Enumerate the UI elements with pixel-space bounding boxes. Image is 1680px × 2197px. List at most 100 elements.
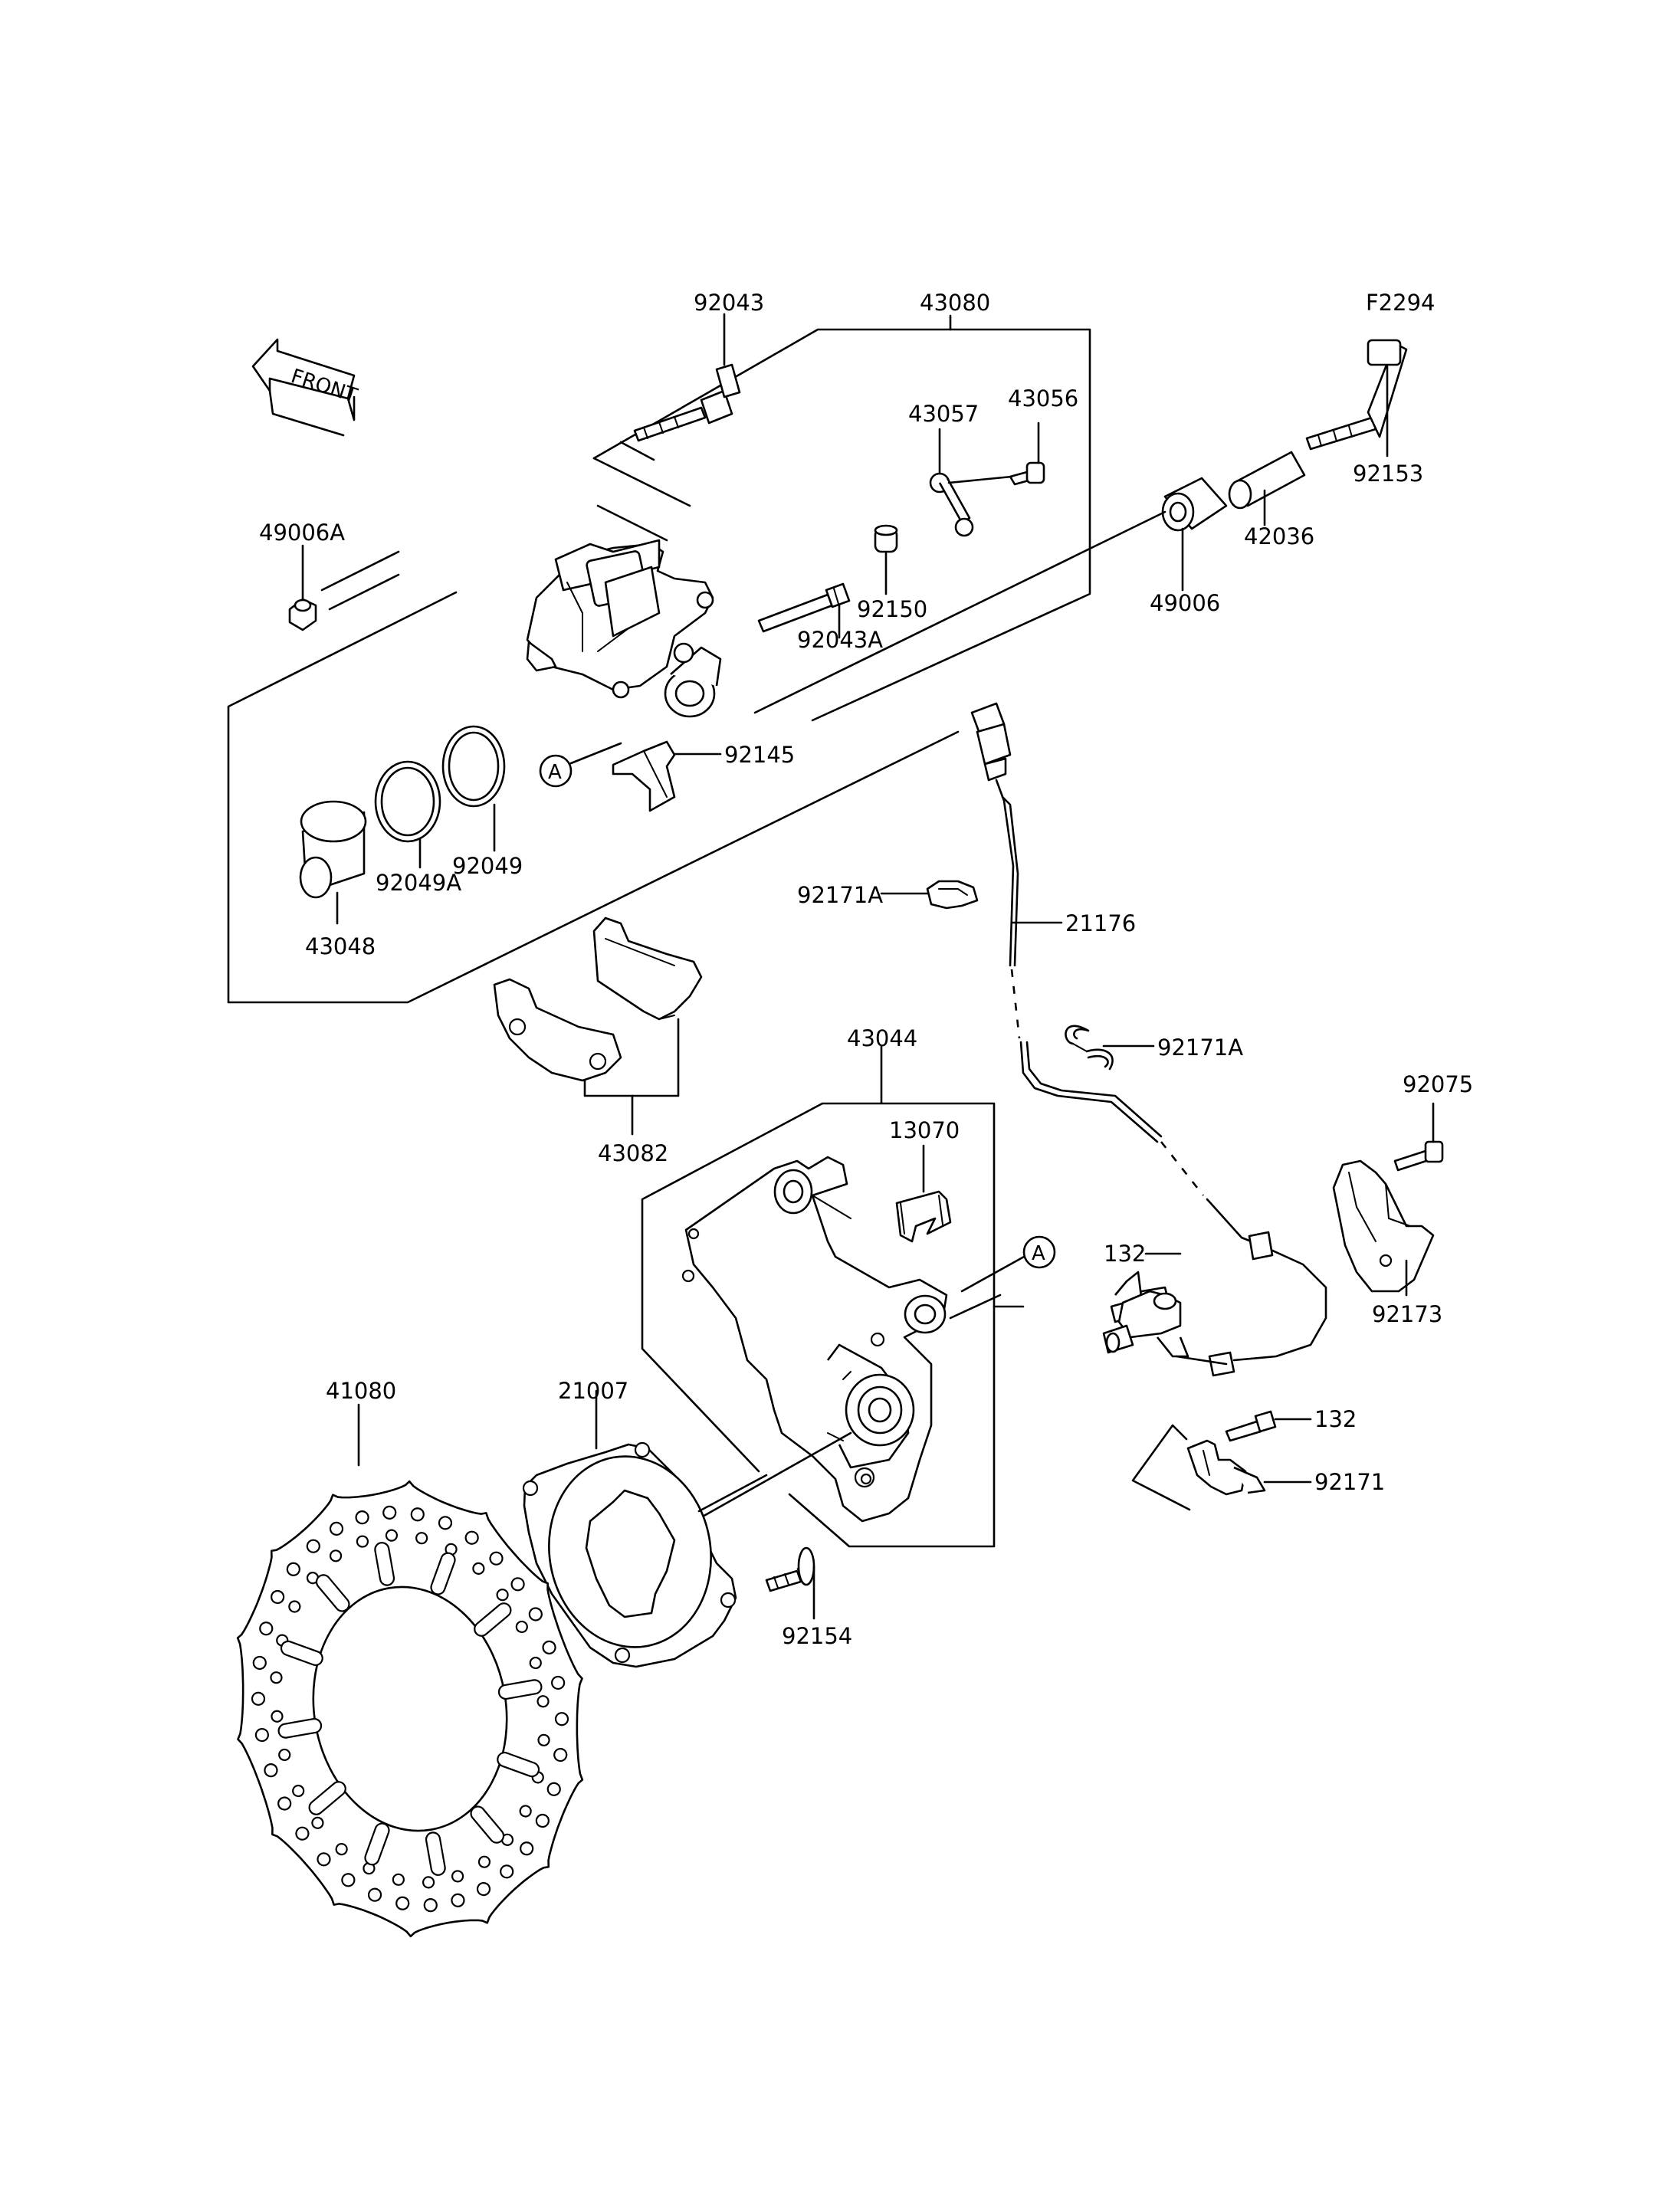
- disc-vent-hole: [295, 1826, 310, 1841]
- disc-vent-hole: [392, 1873, 405, 1886]
- disc-vent-hole: [423, 1898, 438, 1913]
- label-21176: 21176: [1065, 910, 1136, 936]
- abs-sensor-body: [1102, 1290, 1189, 1358]
- disc-vent-hole: [259, 1622, 274, 1636]
- disc-vent-hole: [277, 1796, 292, 1811]
- disc-vent-hole: [385, 1529, 399, 1542]
- label-21007: 21007: [558, 1378, 628, 1404]
- label-92173: 92173: [1372, 1301, 1442, 1327]
- reference-marker-a-upper: [539, 754, 573, 788]
- disc-vent-hole: [489, 1551, 504, 1566]
- wire-bracket-92173: [1332, 1159, 1435, 1293]
- label-43082: 43082: [598, 1140, 668, 1166]
- disc-slot: [315, 1574, 350, 1612]
- label-92171A-upper: 92171A: [797, 882, 883, 908]
- label-49006A: 49006A: [259, 520, 345, 546]
- label-92154: 92154: [782, 1623, 852, 1649]
- brake-disc-41080: [236, 1480, 584, 1938]
- pad-spring-13070: [895, 1190, 952, 1243]
- disc-vent-hole: [355, 1510, 369, 1525]
- label-132-upper: 132: [1104, 1241, 1146, 1267]
- bolt-132-lower: [1225, 1410, 1277, 1442]
- caliper-bracket-outline: [641, 1044, 996, 1548]
- disc-vent-hole: [500, 1864, 514, 1879]
- disc-slot: [497, 1679, 543, 1700]
- sleeve-collar-49006: [1161, 477, 1228, 532]
- boot-92150: [874, 524, 898, 553]
- label-42036: 42036: [1244, 523, 1314, 549]
- disc-vent-hole: [317, 1852, 331, 1867]
- abs-sensor-wire-21176: [970, 702, 1327, 1377]
- disc-vent-hole: [537, 1733, 550, 1746]
- disc-vent-hole: [335, 1842, 348, 1856]
- disc-vent-hole: [536, 1695, 550, 1708]
- nut-49006A: [288, 598, 317, 631]
- clamp-92171A-upper: [926, 880, 979, 910]
- disc-vent-hole: [510, 1577, 525, 1592]
- sleeve-42036: [1228, 451, 1306, 510]
- disc-vent-hole: [546, 1782, 561, 1796]
- label-49006: 49006: [1150, 590, 1220, 616]
- disc-vent-hole: [292, 1784, 305, 1798]
- disc-vent-hole: [286, 1562, 300, 1576]
- abs-pulser-ring-21007: [522, 1441, 737, 1668]
- disc-slot: [374, 1542, 395, 1586]
- disc-slot: [364, 1822, 390, 1866]
- disc-vent-hole: [528, 1607, 543, 1622]
- label-43080: 43080: [920, 290, 990, 316]
- disc-vent-hole: [395, 1896, 410, 1910]
- disc-slot: [497, 1751, 540, 1778]
- clamp-92171: [1186, 1439, 1266, 1496]
- disc-vent-hole: [477, 1855, 491, 1868]
- label-92049: 92049: [452, 853, 523, 879]
- disc-vent-hole: [464, 1530, 479, 1545]
- disc-vent-hole: [251, 1691, 266, 1706]
- label-92075: 92075: [1403, 1071, 1473, 1097]
- disc-slot: [470, 1805, 505, 1844]
- caliper-body: [526, 539, 722, 718]
- disc-vent-hole: [554, 1712, 569, 1726]
- disc-vent-hole: [382, 1505, 397, 1520]
- disc-vent-hole: [422, 1876, 435, 1889]
- reference-marker-a-upper-label: A: [548, 761, 562, 784]
- disc-vent-hole: [271, 1710, 284, 1723]
- disc-vent-hole: [476, 1882, 491, 1897]
- label-43056: 43056: [1008, 385, 1078, 412]
- label-13070: 13070: [889, 1117, 960, 1143]
- disc-vent-hole: [311, 1816, 324, 1829]
- disc-vent-hole: [415, 1532, 428, 1545]
- label-92145: 92145: [724, 742, 795, 768]
- disc-vent-hole: [515, 1620, 528, 1634]
- disc-vent-hole: [535, 1813, 550, 1828]
- caliper-bracket-43044: [681, 1156, 948, 1523]
- disc-vent-hole: [306, 1539, 320, 1553]
- disc-vent-hole: [438, 1516, 453, 1530]
- seal-92049: [441, 725, 506, 808]
- label-92043A: 92043A: [797, 627, 883, 653]
- disc-vent-hole: [451, 1870, 464, 1883]
- disc-vent-hole: [329, 1521, 344, 1536]
- reference-marker-a-lower: [1022, 1235, 1056, 1269]
- bolt-92075: [1393, 1140, 1444, 1172]
- label-92150: 92150: [857, 596, 927, 622]
- slide-pin-92043A: [757, 582, 851, 633]
- label-43044: 43044: [847, 1025, 917, 1051]
- disc-slot: [430, 1552, 456, 1595]
- caliper-assembly-outline: [227, 328, 1091, 1004]
- disc-slot: [308, 1781, 346, 1815]
- label-43057: 43057: [908, 401, 979, 427]
- label-132-lower: 132: [1314, 1406, 1357, 1432]
- disc-slot: [474, 1602, 512, 1637]
- label-92049A: 92049A: [376, 870, 461, 896]
- figure-code: F2294: [1366, 290, 1435, 316]
- label-41080: 41080: [326, 1378, 396, 1404]
- brake-pad-lower: [493, 978, 622, 1082]
- disc-vent-hole: [278, 1748, 291, 1762]
- disc-vent-hole: [252, 1655, 267, 1671]
- disc-vent-hole: [529, 1656, 542, 1670]
- label-92153: 92153: [1353, 461, 1423, 487]
- disc-vent-hole: [551, 1675, 566, 1690]
- label-43048: 43048: [305, 933, 376, 959]
- disc-vent-hole: [367, 1887, 382, 1902]
- disc-vent-hole: [410, 1507, 425, 1522]
